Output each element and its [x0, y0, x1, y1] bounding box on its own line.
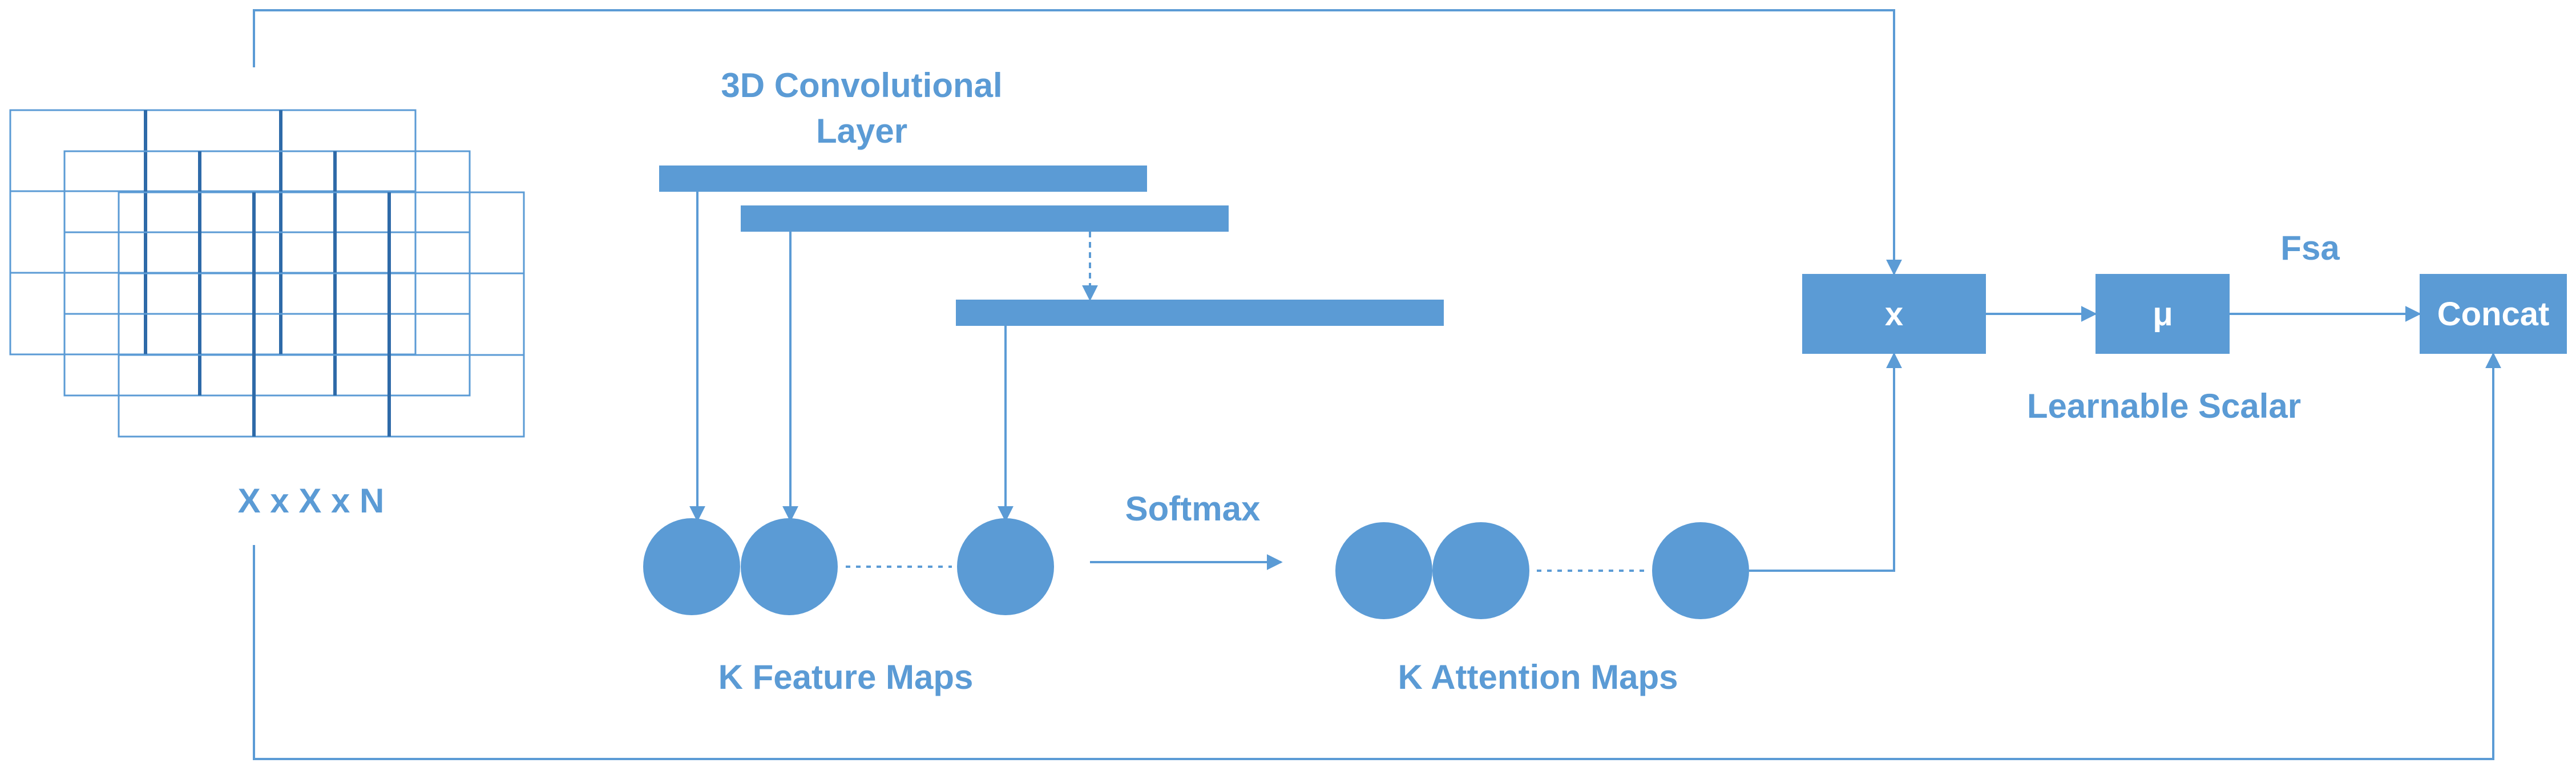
softmax-label: Softmax [1125, 490, 1261, 528]
conv-filter-bar-2 [741, 205, 1229, 232]
input-dims-label: X x X x N [238, 482, 385, 520]
feature-map-k [957, 518, 1054, 615]
feature-maps-label: K Feature Maps [718, 658, 974, 696]
attention-to-multiply-connector [1749, 352, 1902, 572]
feature-map-2 [741, 518, 838, 615]
conv-filter-bar-k [956, 300, 1444, 326]
conv-filter-bar-1 [659, 165, 1147, 192]
learnable-scalar-label: Learnable Scalar [2027, 387, 2301, 425]
input-feature-stack [9, 109, 525, 438]
mu-box-label: μ [2153, 296, 2173, 333]
conv-layer-label-line1: 3D Convolutional [721, 66, 1002, 104]
concat-box-label: Concat [2437, 296, 2550, 333]
attention-map-k [1652, 522, 1749, 619]
mu-box [2095, 274, 2230, 354]
concat-box [2420, 274, 2567, 354]
conv-layer-label-line2: Layer [816, 112, 907, 150]
attention-map-1 [1335, 522, 1432, 619]
input-grid-front [118, 191, 525, 438]
input-to-concat-connector [253, 352, 2501, 760]
feature-map-1 [643, 518, 740, 615]
input-to-multiply-connector [253, 9, 1902, 276]
multiply-box [1802, 274, 1986, 354]
multiply-box-label: x [1885, 296, 1903, 333]
attention-maps-label: K Attention Maps [1398, 658, 1678, 696]
fsa-label: Fsa [2280, 229, 2340, 267]
attention-map-2 [1432, 522, 1529, 619]
